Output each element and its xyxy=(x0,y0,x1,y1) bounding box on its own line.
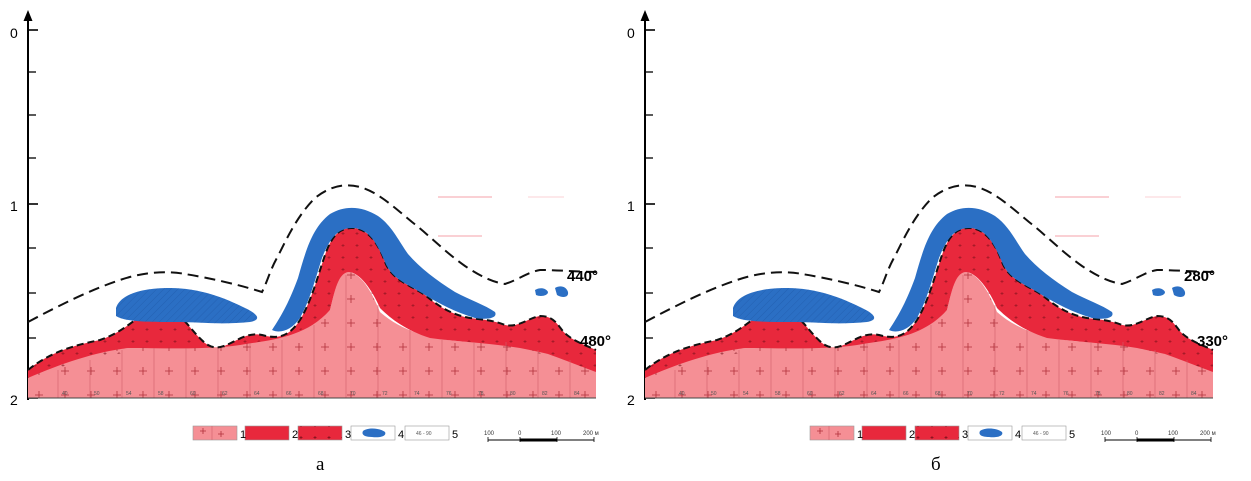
axis-tick-2: 2 xyxy=(627,392,635,408)
panel-b: 0 1 2 280° 330° 1 2 3 4 5 46 - 90 100 0 … xyxy=(627,9,1228,475)
axis-tick-1: 1 xyxy=(10,198,18,214)
legend-label-2: 2 xyxy=(909,429,915,441)
scale-label-2: 100 xyxy=(1168,431,1179,437)
axis-tick-0: 0 xyxy=(10,25,18,41)
legend-box5-text: 46 - 90 xyxy=(1033,431,1049,437)
legend-label-2: 2 xyxy=(292,429,298,441)
legend-label-4: 4 xyxy=(398,429,404,441)
legend-label-1: 1 xyxy=(857,429,863,441)
legend-label-3: 3 xyxy=(345,429,351,441)
isotherm-lower-label: 330° xyxy=(1197,333,1228,350)
scale-label-3: 200 м xyxy=(1200,431,1216,437)
isotherm-lower-label: 480° xyxy=(580,333,611,350)
isotherm-upper-label: 440° xyxy=(567,268,598,285)
legend-label-4: 4 xyxy=(1015,429,1021,441)
caption-a: а xyxy=(316,454,325,475)
scale-label-3: 200 м xyxy=(583,431,599,437)
scale-label-0: 100 xyxy=(1101,431,1112,437)
axis-tick-2: 2 xyxy=(10,392,18,408)
scale-label-1: 0 xyxy=(518,431,522,437)
isotherm-upper-label: 280° xyxy=(1184,268,1215,285)
legend-label-5: 5 xyxy=(452,429,458,441)
legend-box5-text: 46 - 90 xyxy=(416,431,432,437)
axis-tick-1: 1 xyxy=(627,198,635,214)
legend-label-1: 1 xyxy=(240,429,246,441)
legend-label-5: 5 xyxy=(1069,429,1075,441)
caption-b: б xyxy=(931,454,941,475)
scale-label-2: 100 xyxy=(551,431,562,437)
axis-tick-0: 0 xyxy=(627,25,635,41)
legend-label-3: 3 xyxy=(962,429,968,441)
scale-label-1: 0 xyxy=(1135,431,1139,437)
scale-label-0: 100 xyxy=(484,431,495,437)
panel-a: 0 1 2 440° 480° 1 2 3 4 5 46 - 90 100 0 … xyxy=(10,9,611,475)
